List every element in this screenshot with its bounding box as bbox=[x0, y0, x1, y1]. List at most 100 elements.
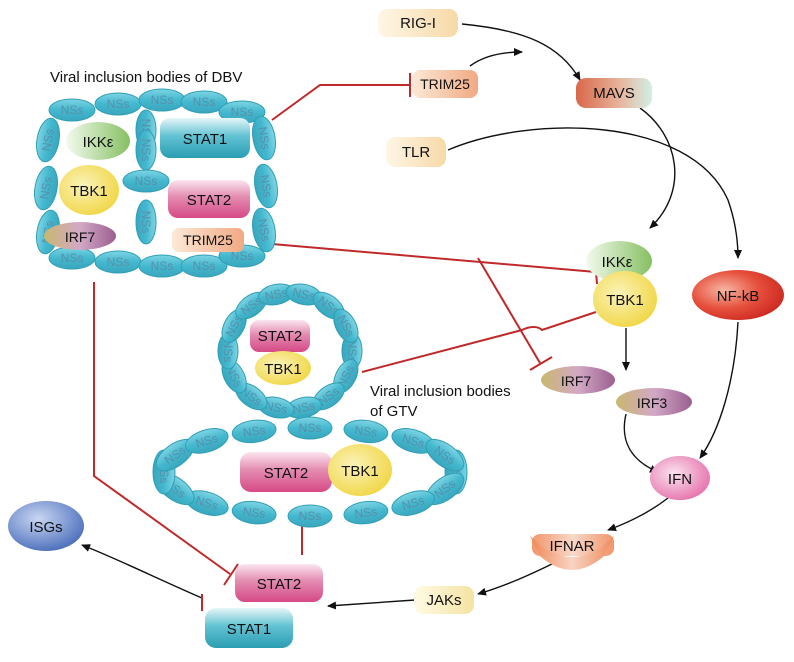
gtv-tbk1-top: TBK1 bbox=[255, 351, 311, 385]
nss-bead: NSs bbox=[285, 396, 323, 419]
nss-bead: NSs bbox=[138, 254, 186, 278]
arrow-mavs-tbk1 bbox=[639, 107, 676, 229]
nss-bead: NSs bbox=[287, 416, 333, 440]
svg-text:NSs: NSs bbox=[255, 218, 273, 243]
node-irf7: IRF7 bbox=[541, 366, 615, 394]
svg-text:RIG-I: RIG-I bbox=[400, 15, 436, 32]
node-nfkb: NF-kB bbox=[692, 270, 784, 320]
nss-bead: NSs bbox=[48, 246, 96, 270]
svg-text:NF-kB: NF-kB bbox=[717, 288, 760, 305]
nss-bead: NSs bbox=[184, 428, 229, 454]
svg-text:TRIM25: TRIM25 bbox=[420, 76, 470, 92]
nss-bead: NSs bbox=[391, 490, 436, 516]
arrow-irf3-ifn bbox=[623, 413, 659, 473]
dbv-ikke: IKKε bbox=[66, 122, 130, 160]
nss-bead: NSs bbox=[287, 504, 333, 528]
svg-text:NSs: NSs bbox=[400, 493, 426, 513]
nss-bead: NSs bbox=[94, 250, 142, 274]
svg-text:TRIM25: TRIM25 bbox=[183, 232, 233, 248]
arrow-ifnar-jaks bbox=[477, 559, 561, 596]
nss-bead: NSs bbox=[343, 419, 389, 444]
node-isgs: ISGs bbox=[8, 501, 84, 551]
gtv-stat2-top: STAT2 bbox=[250, 320, 310, 352]
inhibition-lines bbox=[93, 73, 598, 611]
node-ikke: IKKε bbox=[586, 241, 652, 281]
svg-text:NSs: NSs bbox=[107, 255, 130, 269]
svg-text:NSs: NSs bbox=[231, 249, 254, 263]
nss-bead: NSs bbox=[135, 199, 157, 245]
svg-text:TLR: TLR bbox=[402, 144, 431, 161]
nss-bead: NSs bbox=[94, 92, 142, 116]
arrow-stat-isgs bbox=[81, 544, 203, 599]
node-rigi: RIG-I bbox=[378, 9, 458, 37]
svg-text:NSs: NSs bbox=[345, 340, 359, 363]
svg-text:NSs: NSs bbox=[299, 509, 322, 523]
svg-text:MAVS: MAVS bbox=[593, 85, 634, 102]
nss-bead: NSs bbox=[122, 169, 170, 193]
nss-bead: NSs bbox=[257, 283, 295, 306]
svg-text:STAT2: STAT2 bbox=[258, 328, 302, 345]
svg-text:TBK1: TBK1 bbox=[70, 183, 108, 200]
svg-text:NSs: NSs bbox=[264, 398, 289, 416]
arrow-ifn-ifnar bbox=[607, 497, 669, 532]
gtv-title-line2: of GTV bbox=[370, 403, 418, 420]
nss-bead: NSs bbox=[231, 500, 277, 525]
node-irf3: IRF3 bbox=[616, 388, 692, 416]
inhibit-dbv-trim25 bbox=[271, 84, 410, 121]
svg-text:NSs: NSs bbox=[61, 251, 84, 265]
nss-bead: NSs bbox=[252, 207, 276, 253]
inhibit-dbv-tbk1 bbox=[271, 243, 597, 273]
svg-text:IRF7: IRF7 bbox=[65, 229, 96, 245]
arrow-jaks-stat bbox=[327, 599, 416, 610]
svg-text:NSs: NSs bbox=[299, 421, 322, 435]
svg-text:NSs: NSs bbox=[354, 423, 378, 440]
node-tbk1: TBK1 bbox=[593, 271, 657, 327]
nss-bead: NSs bbox=[36, 117, 60, 163]
svg-text:NSs: NSs bbox=[264, 285, 289, 303]
dbv-stat1: STAT1 bbox=[160, 118, 250, 158]
svg-text:NSs: NSs bbox=[39, 128, 57, 153]
svg-text:NSs: NSs bbox=[193, 259, 216, 273]
svg-text:NSs: NSs bbox=[242, 423, 266, 440]
nss-bead: NSs bbox=[341, 332, 363, 370]
svg-text:NSs: NSs bbox=[135, 174, 158, 188]
svg-text:STAT1: STAT1 bbox=[227, 621, 271, 638]
inhibit-gtv-tbk1 bbox=[361, 311, 597, 373]
dbv-tbk1: TBK1 bbox=[59, 165, 119, 215]
svg-text:TBK1: TBK1 bbox=[341, 463, 379, 480]
arrow-nfkb-ifn bbox=[699, 321, 739, 459]
nss-bead: NSs bbox=[180, 90, 228, 114]
svg-text:NSs: NSs bbox=[194, 431, 220, 451]
svg-text:STAT2: STAT2 bbox=[264, 465, 308, 482]
dbv-title: Viral inclusion bodies of DBV bbox=[50, 69, 242, 86]
arrow-rigi-mavs bbox=[461, 23, 581, 81]
node-stat1: STAT1 bbox=[205, 608, 293, 648]
node-mavs: MAVS bbox=[576, 78, 652, 108]
svg-text:NSs: NSs bbox=[139, 139, 153, 162]
svg-text:NSs: NSs bbox=[257, 174, 275, 199]
svg-text:NSs: NSs bbox=[400, 431, 426, 451]
nss-bead: NSs bbox=[254, 163, 278, 209]
svg-text:STAT1: STAT1 bbox=[183, 131, 227, 148]
svg-text:NSs: NSs bbox=[61, 103, 84, 117]
svg-text:IKKε: IKKε bbox=[83, 134, 114, 151]
nss-bead: NSs bbox=[34, 165, 58, 211]
svg-text:JAKs: JAKs bbox=[426, 592, 461, 609]
svg-text:NSs: NSs bbox=[255, 126, 273, 151]
svg-text:NSs: NSs bbox=[151, 93, 174, 107]
svg-text:NSs: NSs bbox=[242, 504, 266, 521]
nss-bead: NSs bbox=[180, 254, 228, 278]
nss-bead: NSs bbox=[218, 100, 266, 124]
svg-text:TBK1: TBK1 bbox=[264, 361, 302, 378]
svg-text:NSs: NSs bbox=[107, 97, 130, 111]
svg-text:IFN: IFN bbox=[668, 471, 692, 488]
svg-text:NSs: NSs bbox=[151, 259, 174, 273]
nss-bead: NSs bbox=[333, 308, 359, 343]
dbv-trim25: TRIM25 bbox=[172, 228, 244, 252]
node-stat2: STAT2 bbox=[235, 564, 323, 602]
